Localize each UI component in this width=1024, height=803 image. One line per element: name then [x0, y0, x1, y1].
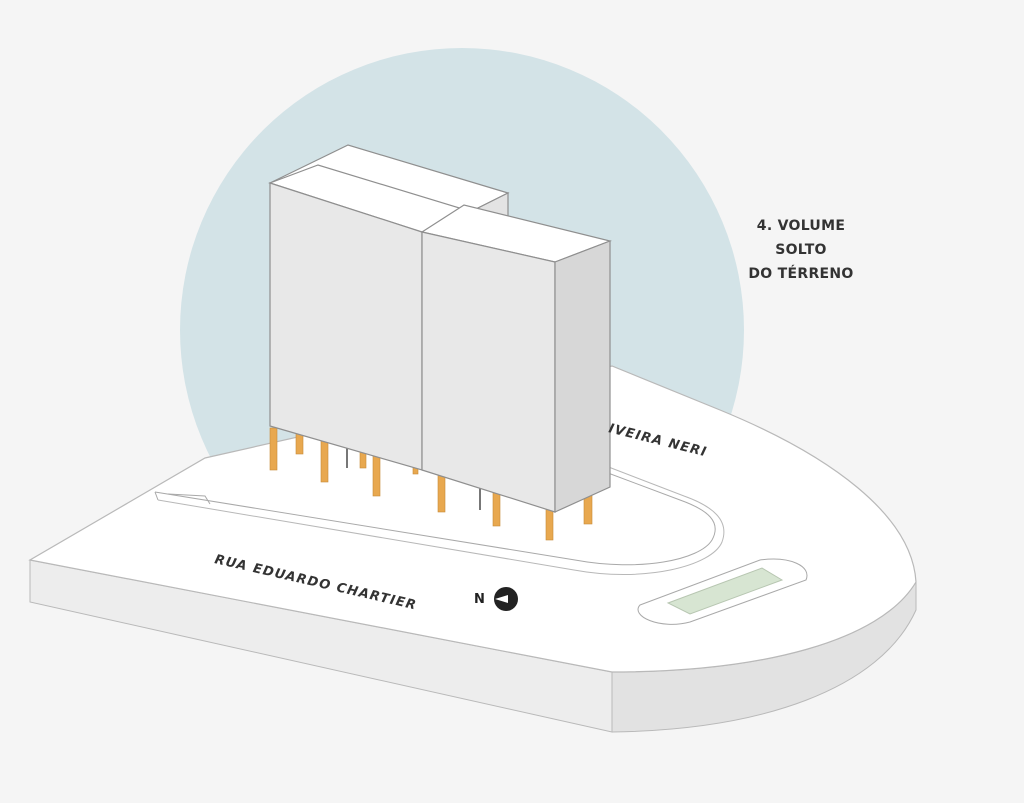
- building-right-tower: [420, 204, 613, 513]
- curb-line-inner: [157, 465, 725, 575]
- piloti-column: [359, 451, 367, 469]
- planter-green: [666, 567, 784, 615]
- piloti-column: [372, 455, 381, 497]
- left-tower-facade: [269, 182, 423, 471]
- caption-line-1: 4. VOLUME SOLTO: [756, 218, 846, 258]
- piloti-column: [492, 489, 501, 527]
- pilotis: [269, 427, 593, 541]
- curb-line-outer: [154, 469, 716, 566]
- north-arrow-icon: [494, 587, 518, 611]
- caption-line-2: DO TÉRRENO: [748, 266, 854, 282]
- right-tower-facade: [421, 231, 556, 513]
- diagram-caption: 4. VOLUME SOLTO DO TÉRRENO: [738, 214, 864, 286]
- building-left-tower: [268, 164, 478, 471]
- piloti-column: [269, 427, 278, 471]
- piloti-column: [437, 473, 446, 513]
- piloti-column: [320, 437, 329, 483]
- right-tower-side: [554, 240, 611, 513]
- curb-detail: [154, 491, 211, 505]
- north-label: N: [474, 592, 485, 607]
